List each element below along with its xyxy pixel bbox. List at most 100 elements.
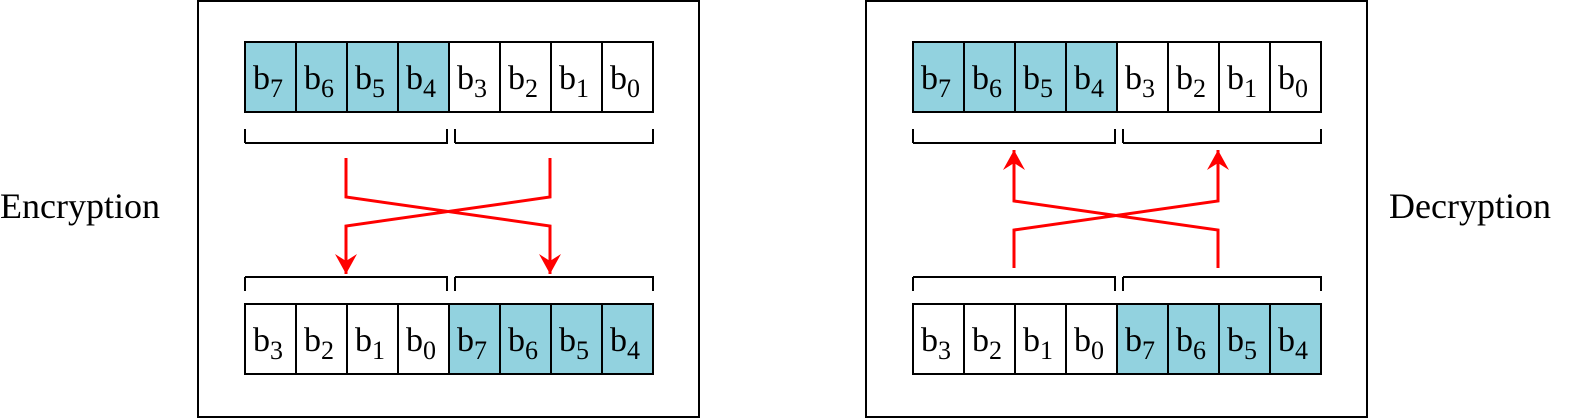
bit-subscript: 4 [627,336,640,365]
bit-base: b [1023,322,1040,359]
bit-base: b [253,322,270,359]
upper-right-bracket [454,129,654,144]
bit-cell [1065,303,1118,375]
bit-base: b [559,60,576,97]
bit-base: b [610,60,627,97]
arrowhead-down-icon [335,254,357,274]
bit-cell [1116,303,1169,375]
bit-subscript: 1 [1244,74,1257,103]
bit-subscript: 3 [474,74,487,103]
bit-label: b2 [508,60,538,103]
bit-label: b0 [610,60,640,103]
bit-base: b [457,322,474,359]
lower-right-bracket [454,276,654,291]
lower-left-bracket [912,276,1116,291]
upper-right-bracket [1122,129,1322,144]
swap-line-right-to-left [1012,150,1220,268]
arrowhead-down-icon [539,254,561,274]
bit-base: b [1074,60,1091,97]
bit-subscript: 1 [372,336,385,365]
bit-base: b [508,322,525,359]
bit-subscript: 2 [1193,74,1206,103]
bit-label: b5 [1023,60,1053,103]
bit-subscript: 2 [989,336,1002,365]
bit-cell [1218,303,1271,375]
bit-label: b4 [1074,60,1104,103]
bit-base: b [1227,322,1244,359]
bit-base: b [921,322,938,359]
encryption-label: Encryption [0,186,160,226]
bit-label: b7 [253,60,283,103]
bit-label: b7 [1125,322,1155,365]
bit-subscript: 5 [1244,336,1257,365]
bit-subscript: 0 [1091,336,1104,365]
bit-label: b1 [1023,322,1053,365]
bit-base: b [355,322,372,359]
bit-subscript: 7 [938,74,951,103]
bit-label: b6 [1176,322,1206,365]
bit-label: b6 [304,60,334,103]
bit-subscript: 4 [1295,336,1308,365]
lower-left-bracket [244,276,448,291]
bit-cell [601,303,654,375]
bit-cell [397,41,450,113]
bit-label: b1 [1227,60,1257,103]
bit-cell [1167,303,1220,375]
bit-cell [448,41,501,113]
bit-subscript: 3 [270,336,283,365]
bit-cell [912,41,965,113]
bit-base: b [253,60,270,97]
bit-label: b2 [1176,60,1206,103]
bit-subscript: 4 [1091,74,1104,103]
bit-cell [963,303,1016,375]
bit-base: b [406,322,423,359]
bit-base: b [1278,60,1295,97]
bit-cell [550,41,603,113]
bit-cell [1065,41,1118,113]
arrowhead-up-icon [1003,150,1025,170]
decryption-label: Decryption [1389,186,1551,226]
bit-base: b [1176,322,1193,359]
bit-subscript: 3 [938,336,951,365]
bit-label: b3 [921,322,951,365]
bit-cell [1218,41,1271,113]
upper-left-bracket [244,129,448,144]
bit-label: b2 [304,322,334,365]
bit-subscript: 5 [372,74,385,103]
bit-base: b [304,322,321,359]
bit-base: b [972,60,989,97]
bit-subscript: 7 [1142,336,1155,365]
bit-cell [244,303,297,375]
bit-label: b3 [1125,60,1155,103]
bit-label: b4 [406,60,436,103]
swap-line-left-to-right [344,158,552,274]
bit-label: b0 [406,322,436,365]
bit-subscript: 0 [423,336,436,365]
bit-label: b3 [457,60,487,103]
bit-label: b7 [457,322,487,365]
bit-subscript: 0 [1295,74,1308,103]
bit-cell [397,303,450,375]
bit-base: b [972,322,989,359]
bit-label: b6 [972,60,1002,103]
bit-subscript: 6 [989,74,1002,103]
bit-cell [346,303,399,375]
bit-base: b [457,60,474,97]
bit-base: b [406,60,423,97]
bit-base: b [355,60,372,97]
bit-base: b [1125,60,1142,97]
bit-subscript: 7 [270,74,283,103]
bit-subscript: 5 [1040,74,1053,103]
bit-cell [1014,303,1067,375]
bit-cell [912,303,965,375]
bit-label: b5 [1227,322,1257,365]
swap-line-left-to-right [1012,150,1220,268]
bit-label: b0 [1278,60,1308,103]
bit-label: b6 [508,322,538,365]
bit-subscript: 2 [321,336,334,365]
bit-cell [1269,41,1322,113]
lower-right-bracket [1122,276,1322,291]
